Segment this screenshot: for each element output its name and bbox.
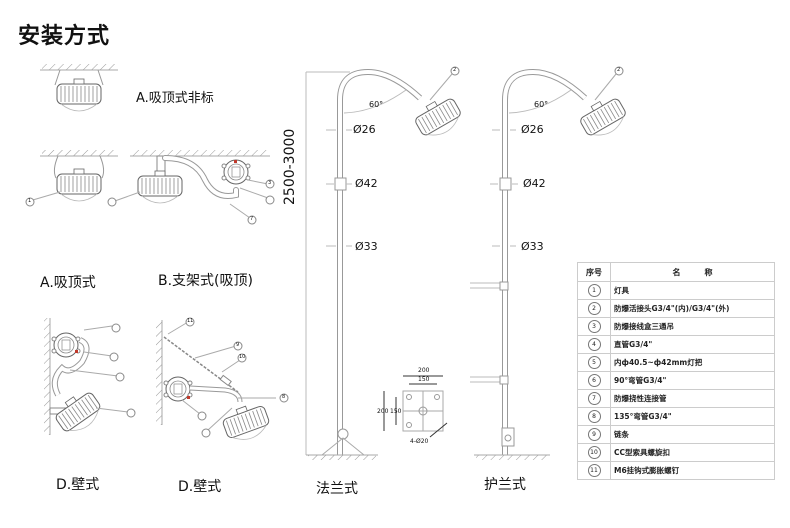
dia-bottom-label-2: Ø33 [521, 240, 544, 253]
row-name: 防爆接线盒三通吊 [610, 317, 775, 336]
row-name: 防爆活接头G3/4"(内)/G3/4"(外) [610, 299, 775, 318]
flange-outer-width: 200 [418, 367, 430, 374]
row-number: 5 [587, 356, 601, 369]
label-bracket: B.支架式(吸顶) [158, 273, 253, 289]
table-row: 5 内ф40.5~ф42mm灯把 [577, 353, 775, 372]
row-number: 9 [587, 428, 601, 441]
row-number: 2 [587, 302, 601, 315]
dia-bottom-label: Ø33 [355, 240, 378, 253]
row-name: 防爆挠性连接管 [610, 389, 775, 408]
table-row: 4 直管G3/4" [577, 335, 775, 354]
row-name: CC型索具螺旋扣 [610, 443, 775, 462]
label-ceiling-nonstandard: A.吸顶式非标 [136, 91, 214, 106]
drawing-bracket [107, 150, 275, 225]
label-wall-1: D.壁式 [56, 477, 100, 493]
drawing-guard-pole [470, 66, 632, 460]
callout-2: 2 [453, 67, 457, 73]
dia-top-label-2: Ø26 [521, 123, 544, 136]
row-number: 4 [587, 338, 601, 351]
parts-table-header: 序号 名 称 [577, 262, 775, 282]
row-number: 10 [587, 446, 601, 459]
label-flange: 法兰式 [316, 481, 358, 497]
label-wall-2: D.壁式 [178, 479, 222, 495]
row-name: 135°弯管G3/4" [610, 407, 775, 426]
callout-10: 10 [239, 354, 246, 360]
drawing-wall-1 [44, 318, 136, 440]
angle-label: 60° [369, 100, 384, 109]
header-no: 序号 [577, 262, 611, 282]
label-guard-flange: 护兰式 [484, 477, 526, 493]
row-name: 直管G3/4" [610, 335, 775, 354]
table-row: 10 CC型索具螺旋扣 [577, 443, 775, 462]
row-name: 灯具 [610, 281, 775, 300]
table-row: 7 防爆挠性连接管 [577, 389, 775, 408]
table-row: 8 135°弯管G3/4" [577, 407, 775, 426]
row-number: 1 [587, 284, 601, 297]
table-row: 3 防爆接线盒三通吊 [577, 317, 775, 336]
row-name: 内ф40.5~ф42mm灯把 [610, 353, 775, 372]
row-name: 90°弯管G3/4" [610, 371, 775, 390]
callout-7: 7 [250, 216, 254, 222]
drawing-ceiling [25, 150, 118, 207]
angle-label-2: 60° [534, 100, 549, 109]
flange-holes: 4-Ø20 [410, 438, 429, 445]
row-number: 8 [587, 410, 601, 423]
callout-2b: 2 [617, 67, 621, 73]
page-title: 安装方式 [18, 24, 111, 49]
row-name: 链条 [610, 425, 775, 444]
drawing-flange-plate [383, 375, 448, 438]
dia-mid-label-2: Ø42 [523, 177, 546, 190]
callout-9: 9 [236, 342, 240, 348]
callout-8: 8 [282, 394, 286, 400]
row-number: 7 [587, 392, 601, 405]
row-name: M6挂钩式膨胀螺钉 [610, 461, 775, 480]
parts-table: 序号 名 称 1 灯具 2 防爆活接头G3/4"(内)/G3/4"(外) 3 防爆接线… [577, 262, 775, 480]
drawing-flange-pole [305, 66, 467, 460]
flange-inner-height: 150 [390, 408, 402, 415]
dia-top-label: Ø26 [353, 123, 376, 136]
callout-3: 3 [268, 180, 272, 186]
table-row: 11 M6挂钩式膨胀螺钉 [577, 461, 775, 480]
table-row: 1 灯具 [577, 281, 775, 300]
table-row: 9 链条 [577, 425, 775, 444]
table-row: 6 90°弯管G3/4" [577, 371, 775, 390]
row-number: 11 [587, 464, 601, 477]
callout-11: 11 [187, 318, 194, 324]
drawing-wall-2 [156, 317, 289, 446]
header-name: 名 称 [610, 262, 775, 282]
flange-outer-height: 200 [377, 408, 389, 415]
flange-inner-width: 150 [418, 376, 430, 383]
dia-mid-label: Ø42 [355, 177, 378, 190]
pole-height-dimension: 2500-3000 [282, 128, 298, 205]
row-number: 3 [587, 320, 601, 333]
table-row: 2 防爆活接头G3/4"(内)/G3/4"(外) [577, 299, 775, 318]
row-number: 6 [587, 374, 601, 387]
label-ceiling: A.吸顶式 [40, 275, 96, 291]
callout-1: 1 [28, 198, 32, 204]
drawing-ceiling-nonstandard [40, 64, 118, 112]
